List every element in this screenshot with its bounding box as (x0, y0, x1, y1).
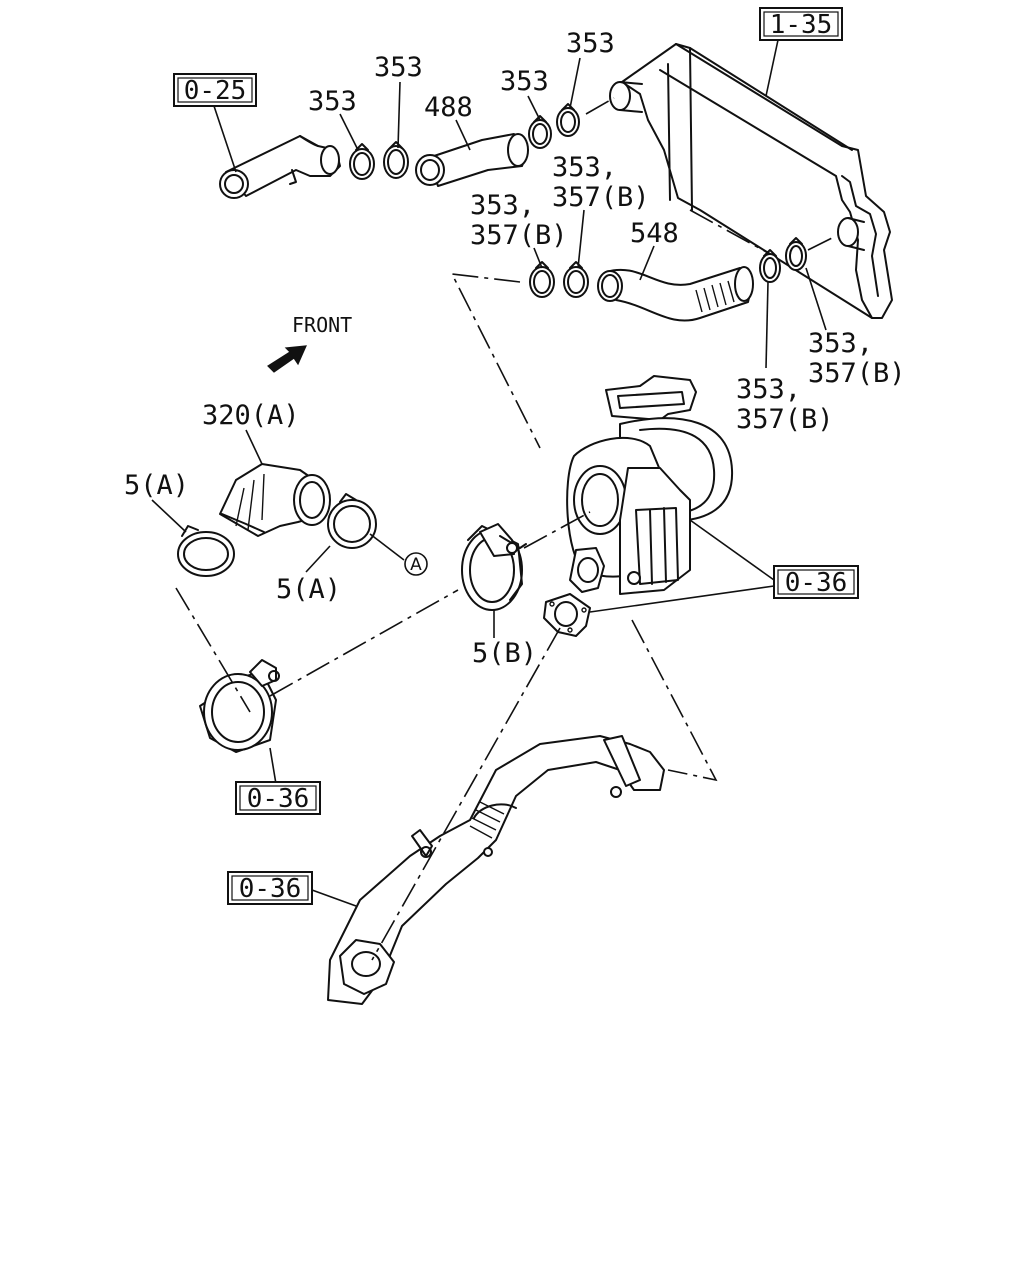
label-353: 353 (374, 52, 423, 83)
label-357b: 357(B) (808, 358, 906, 389)
clamp-5b (461, 523, 527, 611)
hose-548 (597, 266, 754, 322)
clamp-353-357b-4 (785, 237, 807, 271)
hose-488 (415, 133, 529, 187)
label-548: 548 (630, 218, 679, 249)
ref-label: 0-36 (785, 568, 848, 598)
label-353: 353 (500, 66, 549, 97)
label-357b: 357(B) (470, 220, 568, 251)
exhaust-pipe (327, 735, 665, 1005)
gasket (543, 593, 591, 637)
label-353: 353 (308, 86, 357, 117)
ref-box-0-36-mid: 0-36 (235, 781, 321, 815)
front-arrow-icon (267, 345, 307, 373)
ref-label: 1-35 (770, 10, 833, 40)
ref-label: 0-25 (184, 76, 247, 106)
turbocharger (566, 375, 734, 595)
air-pipe-upper (219, 135, 341, 199)
compressor-inlet-pipe (199, 659, 280, 753)
label-488: 488 (424, 92, 473, 123)
label-5a: 5(A) (276, 574, 341, 605)
clamp-353-2 (383, 141, 409, 179)
clamp-353-4 (556, 103, 580, 137)
label-353: 353, (470, 190, 535, 221)
ref-box-0-25: 0-25 (173, 73, 257, 107)
label-357b: 357(B) (552, 182, 650, 213)
label-320a: 320(A) (202, 400, 300, 431)
clamp-353-357b-1 (529, 261, 555, 298)
ref-label: 0-36 (239, 874, 302, 904)
clamp-5a-top (177, 525, 235, 577)
label-353: 353, (552, 152, 617, 183)
label-5b: 5(B) (472, 638, 537, 669)
label-front: FRONT (292, 313, 352, 337)
label-353: 353 (566, 28, 615, 59)
callout-a: A (404, 552, 428, 576)
ref-box-1-35: 1-35 (759, 7, 843, 41)
label-5a: 5(A) (124, 470, 189, 501)
intercooler (609, 43, 893, 319)
leader-lines (151, 39, 827, 907)
clamp-353-3 (528, 115, 552, 149)
ref-box-0-36-bottom: 0-36 (227, 871, 313, 905)
ref-box-0-36-right: 0-36 (773, 565, 859, 599)
part-labels: 353 353 353 353 488 353, 357(B) 353, 357… (124, 28, 906, 669)
label-353: 353, (736, 374, 801, 405)
label-353: 353, (808, 328, 873, 359)
ref-label: 0-36 (247, 784, 310, 814)
label-357b: 357(B) (736, 404, 834, 435)
callout-a-label: A (410, 555, 422, 575)
hose-320a (219, 463, 331, 537)
clamp-353-357b-2 (563, 261, 589, 298)
clamp-353-1 (349, 143, 375, 180)
clamp-5a-mid (327, 493, 377, 549)
